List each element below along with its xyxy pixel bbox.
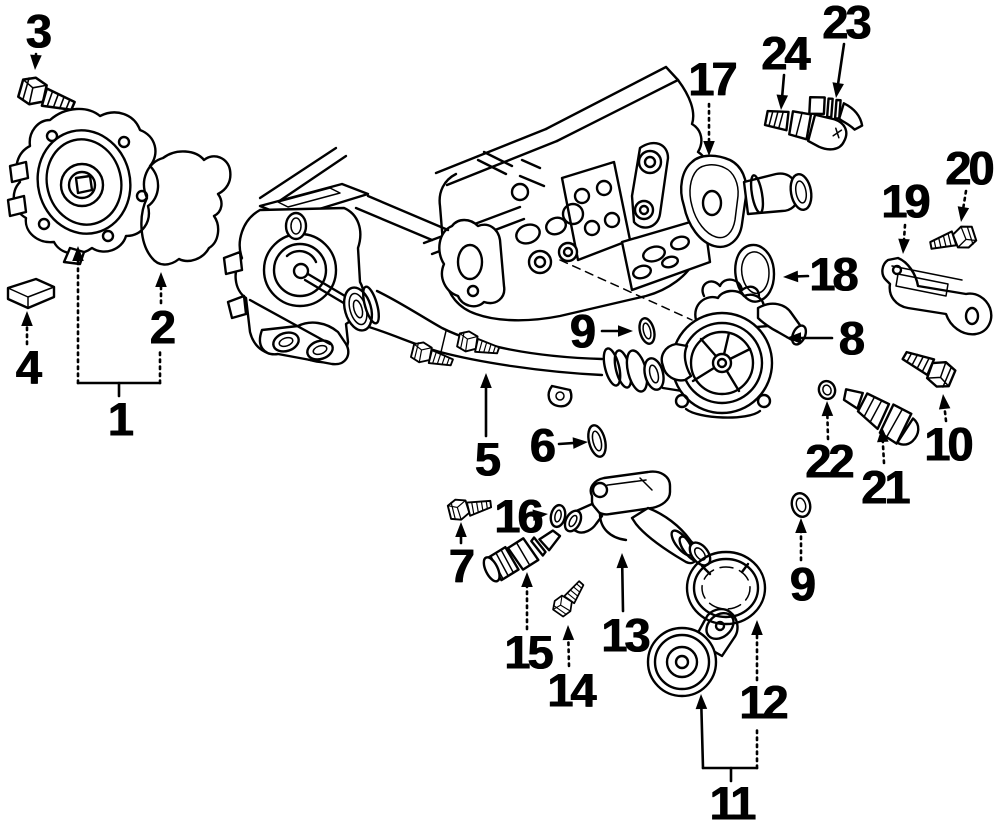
leader-arrowhead [155, 272, 167, 287]
water-outlet-8-illustration [660, 278, 808, 419]
water-inlet-13-illustration [563, 470, 712, 567]
leader-arrowhead [898, 238, 910, 254]
leader-arrowhead [776, 94, 789, 110]
leader-arrowhead [30, 54, 42, 70]
bracket-19-illustration [881, 256, 993, 336]
leader-arrowhead [703, 141, 715, 156]
leader-arrowhead [521, 572, 533, 587]
gasket-2-illustration [140, 150, 232, 266]
leader-line [620, 561, 625, 613]
leader-arrowhead [832, 82, 844, 98]
oval-16-illustration [549, 503, 567, 529]
leader-line [566, 633, 571, 668]
leader-arrowhead [938, 394, 951, 410]
oring-22-illustration [817, 379, 837, 401]
sensor-23-illustration [808, 95, 864, 131]
leader-arrowhead [821, 401, 834, 417]
spacer-4-illustration [6, 277, 56, 310]
leader-line [961, 189, 968, 214]
oring-18-illustration [734, 243, 776, 303]
oring-9-left-illustration [638, 317, 656, 345]
leader-arrowhead [783, 270, 799, 283]
oring-6-illustration [587, 424, 607, 458]
sensor-21-illustration [842, 388, 920, 446]
leader-arrowhead [618, 325, 633, 337]
leader-arrowhead [877, 427, 889, 443]
thermostat-cover-17-illustration [680, 154, 813, 249]
front-cover-illustration [222, 146, 450, 366]
leader-arrowhead [480, 373, 492, 388]
leader-line [836, 42, 846, 90]
leader-arrowhead [532, 509, 548, 522]
leader-arrowhead [795, 518, 807, 533]
cylinder-head-illustration [422, 65, 712, 322]
leader-arrowhead [572, 437, 588, 449]
oring-9-right-illustration [790, 491, 812, 519]
leader-arrowhead [786, 332, 801, 344]
leader-arrowhead [455, 522, 467, 537]
sensor-15-illustration [482, 529, 562, 583]
leader-arrowhead [616, 553, 629, 569]
leader-arrowhead [72, 246, 84, 261]
leader-arrowhead [562, 625, 575, 641]
leader-arrowhead [21, 311, 33, 326]
leader-arrowhead [957, 206, 970, 222]
leader-arrowhead [751, 620, 763, 635]
leader-line [699, 702, 705, 770]
seal-ring-12-illustration [685, 550, 767, 626]
thermostat-11-illustration [646, 607, 739, 698]
water-pump-illustration [6, 107, 160, 266]
sensor-24-illustration [763, 109, 848, 151]
leader-arrowhead [695, 694, 708, 710]
water-pipe-illustration [342, 285, 684, 408]
